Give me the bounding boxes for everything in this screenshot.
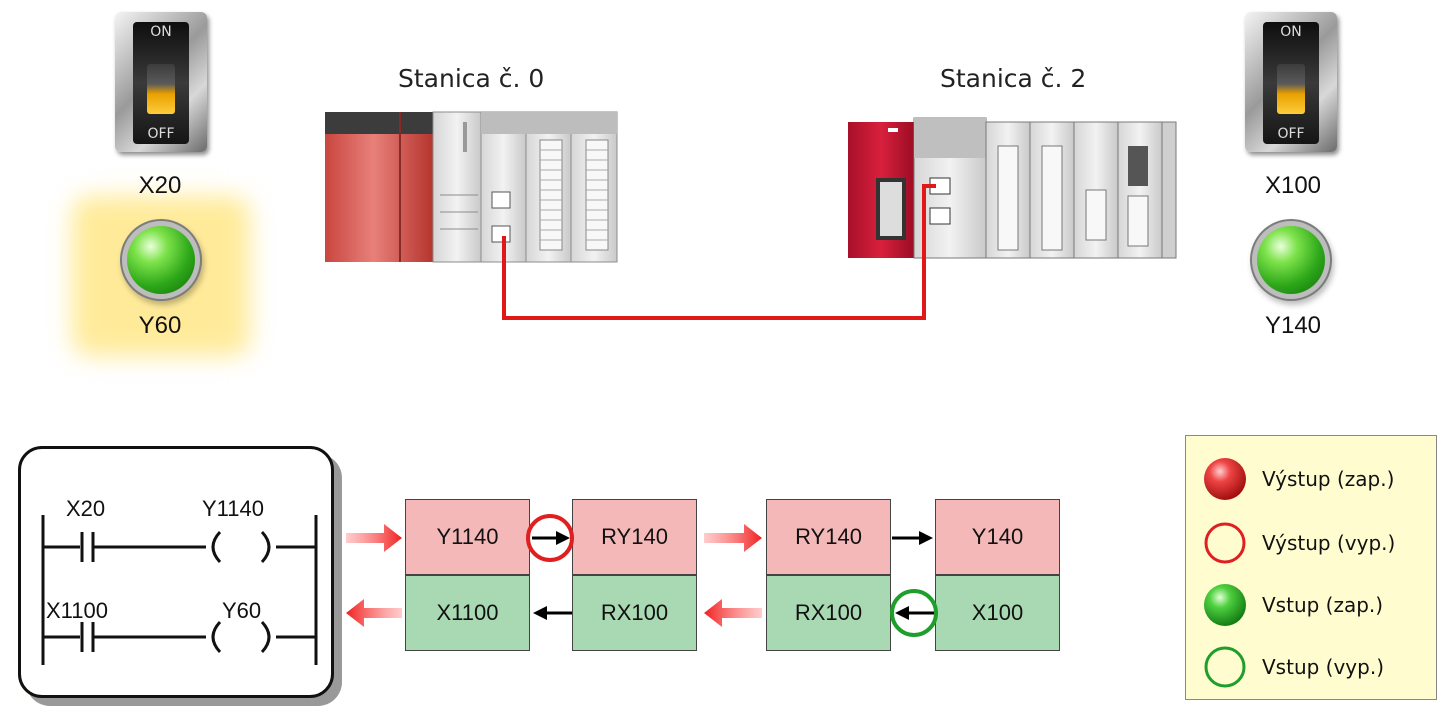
flow-cell-top-1: RY140 (572, 499, 697, 575)
rung2-coil-label: Y60 (222, 598, 262, 623)
flow-cell-top-2: RY140 (766, 499, 891, 575)
big-arrow-left-icon (704, 599, 762, 627)
lamp-y140-icon (1257, 226, 1325, 294)
legend-panel: Výstup (zap.) Výstup (vyp.) Vstup (zap.)… (1185, 435, 1437, 700)
x100-label: X100 (1264, 172, 1322, 199)
y60-label: Y60 (138, 312, 182, 339)
legend-label: Vstup (zap.) (1262, 593, 1384, 617)
legend-item-input-off: Vstup (vyp.) (1202, 644, 1384, 690)
green-ring-icon (1204, 646, 1246, 688)
red-filled-circle-icon (1204, 458, 1246, 500)
network-cable (502, 184, 936, 320)
legend-label: Vstup (vyp.) (1262, 655, 1385, 679)
legend-item-input-on: Vstup (zap.) (1202, 582, 1383, 628)
legend-label: Výstup (vyp.) (1262, 531, 1396, 555)
flow-cell-top-0: Y1140 (405, 499, 530, 575)
plc-station-0 (325, 111, 618, 263)
plc-station-2 (848, 117, 1177, 259)
rung1-coil-label: Y1140 (202, 496, 264, 521)
x20-label: X20 (138, 172, 182, 199)
legend-label: Výstup (zap.) (1262, 467, 1395, 491)
flow-cell-top-3: Y140 (935, 499, 1060, 575)
switch-off-label: OFF (1277, 126, 1305, 142)
output-off-marker-icon (526, 514, 574, 562)
station-0-label: Stanica č. 0 (398, 64, 545, 93)
toggle-switch-x100[interactable]: ON OFF (1245, 12, 1337, 152)
big-arrow-right-icon (346, 524, 402, 552)
switch-on-label: ON (1280, 24, 1302, 40)
red-ring-icon (1204, 522, 1246, 564)
flow-cell-bottom-1: RX100 (572, 575, 697, 651)
station-2-label: Stanica č. 2 (940, 64, 1087, 93)
green-filled-circle-icon (1204, 584, 1246, 626)
switch-lever-icon (147, 64, 175, 114)
rung2-contact-label: X1100 (46, 598, 108, 623)
legend-item-output-off: Výstup (vyp.) (1202, 520, 1395, 566)
rung1-contact-label: X20 (66, 496, 106, 521)
switch-lever-icon (1277, 64, 1305, 114)
input-off-marker-icon (890, 589, 938, 637)
legend-item-output-on: Výstup (zap.) (1202, 456, 1394, 502)
switch-off-label: OFF (147, 126, 175, 142)
switch-on-label: ON (150, 24, 172, 40)
flow-cell-bottom-0: X1100 (405, 575, 530, 651)
lamp-y60-icon (127, 226, 195, 294)
toggle-switch-x20[interactable]: ON OFF (115, 12, 207, 152)
y140-label: Y140 (1264, 312, 1322, 339)
big-arrow-left-icon (346, 599, 402, 627)
flow-cell-bottom-3: X100 (935, 575, 1060, 651)
big-arrow-right-icon (704, 524, 762, 552)
ladder-program-panel (18, 446, 334, 698)
